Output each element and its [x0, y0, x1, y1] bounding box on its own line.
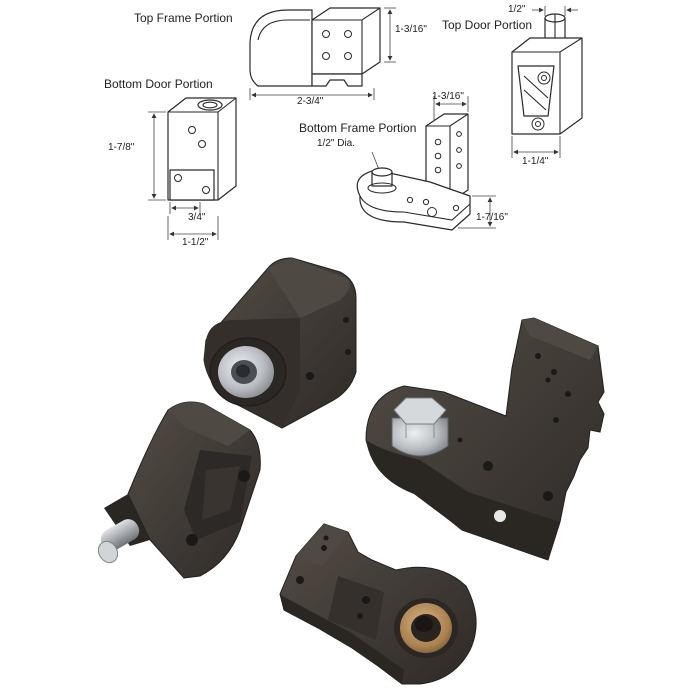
- photo-top-door-part: [203, 257, 357, 429]
- bottom-door-width-dim: 1-1/2": [182, 237, 209, 248]
- bottom-frame-drawing: Bottom Frame Portion 1/2" Dia. 1-3/16" 1…: [299, 91, 508, 231]
- pivot-socket-icon: [197, 99, 223, 111]
- photo-bottom-door-part: [97, 401, 261, 579]
- top-frame-plate: [311, 7, 381, 75]
- top-frame-width-dim: 2-3/4": [297, 96, 324, 107]
- photo-bottom-frame-part: [365, 317, 605, 561]
- screw-hole-icon: [322, 30, 330, 38]
- top-frame-drawing: Top Frame Portion 1-3/16" 2-3/4": [134, 7, 427, 107]
- screw-hole-icon: [174, 174, 182, 182]
- bottom-door-height-dim: 1-7/8": [108, 142, 135, 153]
- top-door-drawing: Top Door Portion 1/2" 1-1/4": [442, 4, 583, 167]
- top-door-width-dim: 1-1/4": [522, 156, 549, 167]
- top-frame-housing: [249, 9, 313, 87]
- screw-hole-icon: [202, 186, 210, 194]
- bottom-frame-side-dim: 1-7/16": [476, 212, 508, 223]
- screw-hole-icon: [427, 207, 437, 217]
- bottom-door-inner-dim: 3/4": [188, 212, 206, 223]
- screw-hole-icon: [344, 30, 352, 38]
- bottom-door-label: Bottom Door Portion: [104, 77, 213, 91]
- bottom-frame-top-dim: 1-3/16": [432, 91, 464, 102]
- top-frame-height-dim: 1-3/16": [395, 24, 427, 35]
- bottom-door-drawing: Bottom Door Portion 1-7/8" 3/4" 1-1/2": [104, 77, 237, 248]
- top-frame-label: Top Frame Portion: [134, 11, 233, 25]
- bottom-frame-label: Bottom Frame Portion: [299, 121, 416, 135]
- bottom-frame-pin-dim: 1/2" Dia.: [317, 138, 355, 149]
- top-door-pin-dim: 1/2": [508, 4, 526, 15]
- top-door-label: Top Door Portion: [442, 18, 532, 32]
- photo-top-frame-part: [279, 523, 477, 685]
- screw-hole-icon: [188, 126, 196, 134]
- screw-hole-icon: [198, 140, 206, 148]
- screw-hole-icon: [344, 52, 352, 60]
- screw-hole-icon: [322, 52, 330, 60]
